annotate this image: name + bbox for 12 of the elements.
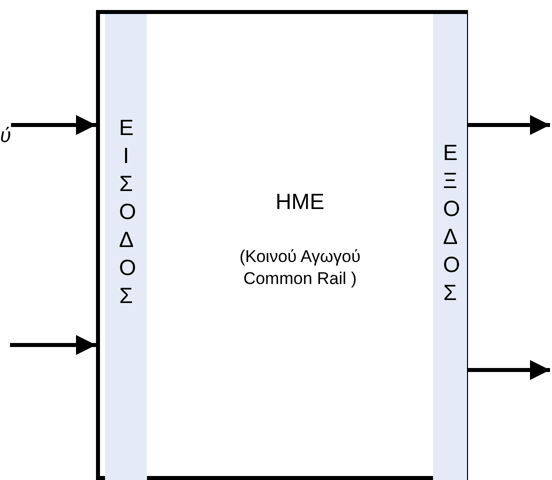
vertical-label: ΕΞΟΔΟΣ	[443, 139, 457, 307]
unit-subtitle: (Κοινού Αγωγού Common Rail )	[238, 246, 362, 290]
input-strip	[105, 14, 147, 480]
arrow	[11, 115, 96, 135]
arrow	[465, 360, 550, 380]
text-fragment: ύ	[0, 124, 10, 148]
unit-title: ΗΜΕ	[274, 189, 326, 215]
arrow	[465, 115, 550, 135]
arrow	[10, 335, 96, 355]
control-unit-box	[96, 10, 468, 480]
vertical-label: ΕΙΣΟΔΟΣ	[119, 114, 133, 310]
output-strip	[433, 14, 467, 480]
